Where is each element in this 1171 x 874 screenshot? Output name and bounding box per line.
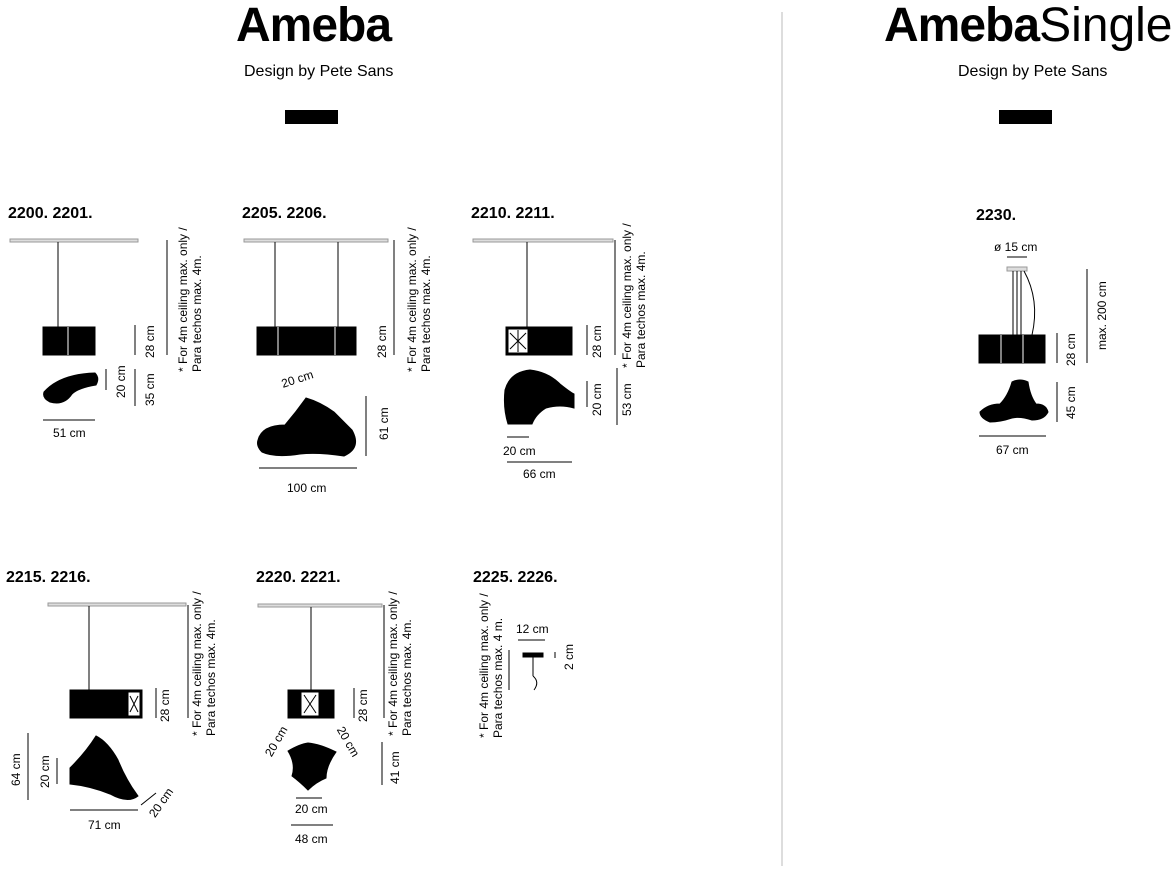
product-code: 2220. 2221. (256, 569, 341, 586)
note-line-2: Para techos max. 4m. (419, 255, 433, 372)
depth-dimension-2: 35 cm (143, 373, 157, 406)
ceiling-note: * For 4m ceiling max. only /Para techos … (477, 593, 505, 738)
designer-credit-single: Design by Pete Sans (958, 63, 1108, 80)
product-code: 2225. 2226. (473, 569, 558, 586)
height-dimension: 28 cm (158, 689, 172, 722)
note-line-1: * For 4m ceiling max. only / (176, 227, 190, 372)
width-dimension: 51 cm (53, 426, 86, 440)
width-dimension: 12 cm (516, 622, 549, 636)
note-line-1: * For 4m ceiling max. only / (477, 593, 491, 738)
depth-dimension: 41 cm (388, 751, 402, 784)
ceiling-note: * For 4m ceiling max. only /Para techos … (190, 591, 218, 736)
height-dimension: 28 cm (590, 325, 604, 358)
ceiling-note: * For 4m ceiling max. only /Para techos … (620, 223, 648, 368)
depth-dimension: 20 cm (114, 365, 128, 398)
canopy-dimension: ø 15 cm (994, 240, 1038, 254)
note-line-2: Para techos max. 4m. (400, 619, 414, 736)
depth-dimension: 20 cm (590, 383, 604, 416)
product-code: 2215. 2216. (6, 569, 91, 586)
width-dimension: 100 cm (287, 481, 327, 495)
lamp-shade (42, 326, 96, 356)
note-line-2: Para techos max. 4m. (634, 251, 648, 368)
width-dimension: 71 cm (88, 818, 121, 832)
product-code: 2200. 2201. (8, 205, 93, 222)
title-light: Single (1039, 0, 1171, 52)
height-dimension: 28 cm (356, 689, 370, 722)
note-line-2: Para techos max. 4m. (204, 619, 218, 736)
depth-dimension: 45 cm (1064, 386, 1078, 419)
product-code: 2205. 2206. (242, 205, 327, 222)
arm-bottom-dimension: 20 cm (295, 802, 328, 816)
product-code: 2210. 2211. (471, 205, 555, 222)
note-line-1: * For 4m ceiling max. only / (620, 223, 634, 368)
note-line-1: * For 4m ceiling max. only / (405, 227, 419, 372)
product-code: 2230. (976, 207, 1017, 224)
arm-dimension: 20 cm (503, 444, 536, 458)
ceiling-note: * For 4m ceiling max. only /Para techos … (176, 227, 204, 372)
note-line-2: Para techos max. 4 m. (491, 617, 505, 738)
note-line-1: * For 4m ceiling max. only / (190, 591, 204, 736)
drop-dimension: max. 200 cm (1095, 281, 1109, 350)
width-dimension: 48 cm (295, 832, 328, 846)
depth-dimension-2: 20 cm (38, 755, 52, 788)
height-dimension: 2 cm (562, 643, 576, 670)
ceiling-plate (9, 238, 139, 243)
collection-title: Ameba (236, 0, 392, 52)
width-dimension: 67 cm (996, 443, 1029, 457)
height-dimension: 28 cm (1064, 333, 1078, 366)
note-line-1: * For 4m ceiling max. only / (386, 591, 400, 736)
color-swatch-black (285, 110, 338, 124)
depth-dimension-2: 53 cm (620, 383, 634, 416)
height-dimension: 28 cm (375, 325, 389, 358)
note-line-2: Para techos max. 4m. (190, 255, 204, 372)
height-dimension: 28 cm (143, 325, 157, 358)
lamp-top-view (43, 372, 99, 404)
title-bold: Ameba (884, 0, 1040, 52)
color-swatch-black-single (999, 110, 1052, 124)
depth-dimension: 64 cm (9, 753, 23, 786)
width-dimension: 66 cm (523, 467, 556, 481)
collection-title-single: AmebaSingle (884, 2, 1171, 50)
ceiling-note: * For 4m ceiling max. only /Para techos … (386, 591, 414, 736)
depth-dimension: 61 cm (377, 407, 391, 440)
ceiling-note: * For 4m ceiling max. only /Para techos … (405, 227, 433, 372)
designer-credit: Design by Pete Sans (244, 63, 394, 80)
